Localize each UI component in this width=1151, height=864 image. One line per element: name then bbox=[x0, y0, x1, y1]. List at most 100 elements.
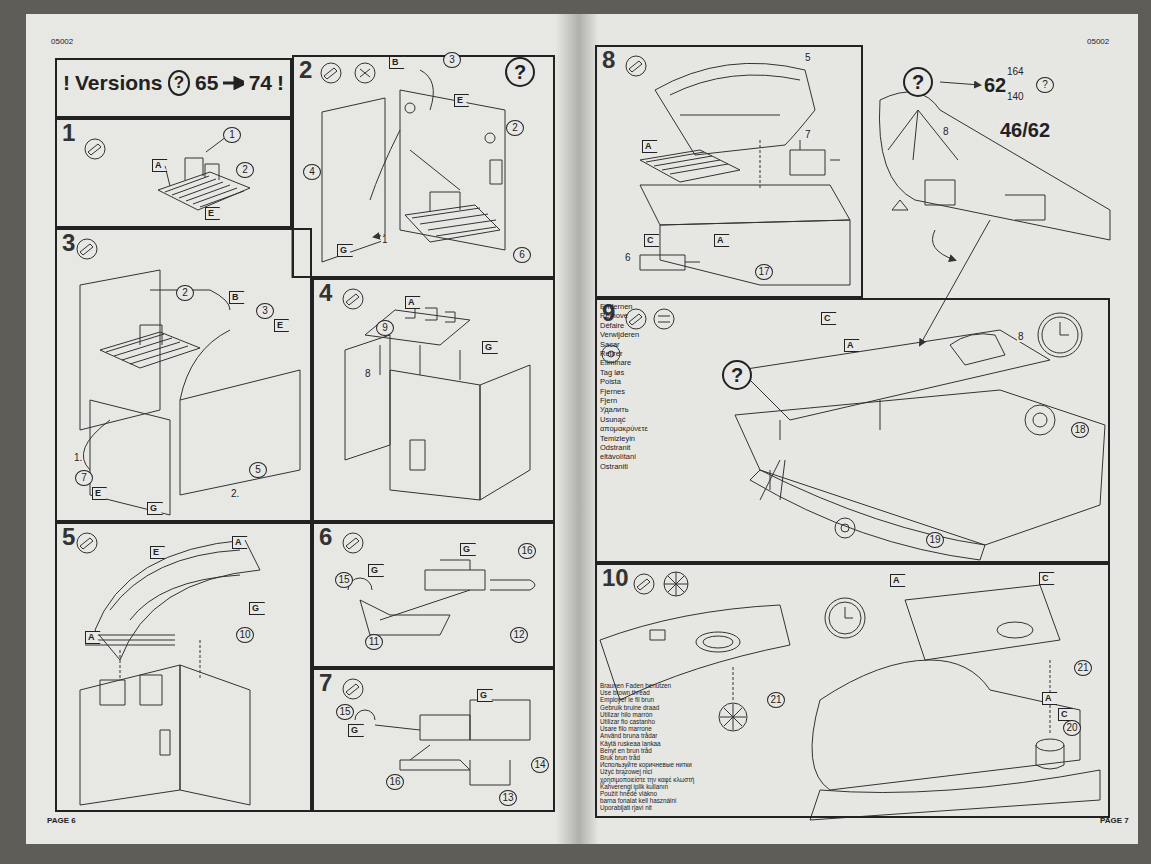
language-note: Use brown thread bbox=[600, 690, 650, 696]
language-note: Tag løs bbox=[600, 369, 624, 377]
step-panel: 6 bbox=[312, 522, 555, 668]
versions-text: ! bbox=[277, 71, 284, 95]
language-note: Uporabljati rjavi nit bbox=[600, 805, 652, 811]
versions-text: 74 bbox=[249, 71, 272, 95]
language-note: Poista bbox=[600, 378, 621, 386]
language-note: Удалить bbox=[600, 406, 629, 414]
callout-number: 11 bbox=[365, 634, 383, 650]
language-note: Remove bbox=[600, 312, 628, 320]
language-note: Используйте коричневые нитки bbox=[600, 762, 692, 768]
language-note: Odstranit bbox=[600, 444, 630, 452]
step-number: 8 bbox=[602, 48, 615, 72]
language-note: eltávolítani bbox=[600, 453, 636, 461]
callout-number: 15 bbox=[335, 572, 353, 588]
language-note: Entfernen bbox=[600, 303, 633, 311]
part-label: 1 bbox=[381, 235, 389, 245]
callout-number: 3 bbox=[443, 52, 461, 68]
versions-text: ? bbox=[168, 70, 191, 96]
callout-number: 10 bbox=[236, 627, 254, 643]
language-note: Gebruik bruine draad bbox=[600, 705, 659, 711]
language-note: Employer le fil brun bbox=[600, 697, 654, 703]
language-note: barna fonalat kell használni bbox=[600, 798, 676, 804]
step-panel: 3 bbox=[55, 228, 312, 522]
version-number: 46/62 bbox=[999, 120, 1051, 140]
language-note: Använd bruna trådar bbox=[600, 733, 657, 739]
callout-number: 16 bbox=[386, 774, 404, 790]
callout-number: 4 bbox=[303, 164, 321, 180]
step-number: 4 bbox=[319, 281, 332, 305]
part-label: 164 bbox=[1006, 67, 1025, 77]
kit-number: 05002 bbox=[1087, 38, 1109, 46]
step-panel: 4 bbox=[312, 278, 555, 522]
callout-number: 1 bbox=[223, 127, 241, 143]
callout-number: ? bbox=[1036, 77, 1054, 93]
language-note: Kahverengi iplik kullanın bbox=[600, 784, 668, 790]
step-number: 1 bbox=[62, 121, 75, 145]
part-label: 5 bbox=[804, 53, 812, 63]
language-note: Fjernes bbox=[600, 388, 625, 396]
part-label: 2. bbox=[230, 489, 240, 499]
language-note: Použít hnědé vlákno bbox=[600, 791, 657, 797]
versions-text: ! bbox=[63, 71, 70, 95]
callout-number: 2 bbox=[176, 285, 194, 301]
page-number: PAGE 7 bbox=[1100, 817, 1129, 825]
step-number: 5 bbox=[62, 525, 75, 549]
question-symbol: ? bbox=[722, 360, 752, 390]
callout-number: 6 bbox=[513, 247, 531, 263]
step-number: 2 bbox=[299, 58, 312, 82]
question-symbol: ? bbox=[903, 67, 933, 97]
kit-number: 05002 bbox=[51, 38, 73, 46]
language-note: Utilizar hilo marrón bbox=[600, 712, 653, 718]
callout-number: 2 bbox=[506, 120, 524, 136]
part-label: 8 bbox=[942, 127, 950, 137]
language-note: Usunąć bbox=[600, 416, 625, 424]
callout-number: 20 bbox=[1063, 720, 1081, 736]
callout-number: 16 bbox=[518, 543, 536, 559]
step-panel: 5 bbox=[55, 522, 312, 812]
language-note: Braunen Faden benutzen bbox=[600, 683, 671, 689]
language-note: Bruk brun tråd bbox=[600, 755, 640, 761]
step-panel: 8 bbox=[595, 45, 863, 298]
language-note: Temizleyin bbox=[600, 435, 635, 443]
language-note: Verwijderen bbox=[600, 331, 639, 339]
versions-panel: !Versions?6574! bbox=[55, 58, 292, 118]
language-note: Fjern bbox=[600, 397, 617, 405]
language-note: Utilizar fio castanho bbox=[600, 719, 655, 725]
callout-number: 17 bbox=[755, 264, 773, 280]
language-note: απομακρύνετε bbox=[600, 425, 648, 433]
versions-text: Versions bbox=[75, 71, 163, 95]
language-note: Usare filo marrone bbox=[600, 726, 652, 732]
language-note: χρησιμοποιείστε την καφέ κλωστή bbox=[600, 777, 694, 783]
step-panel: 1 bbox=[55, 118, 292, 228]
page-number: PAGE 6 bbox=[47, 817, 76, 825]
callout-number: 18 bbox=[1071, 422, 1089, 438]
part-label: 1. bbox=[73, 453, 83, 463]
language-note: Défaire bbox=[600, 322, 624, 330]
versions-text: 65 bbox=[195, 71, 218, 95]
language-note: Sacar bbox=[600, 341, 620, 349]
step-panel: 2 bbox=[292, 55, 555, 278]
part-label: 7 bbox=[804, 130, 812, 140]
callout-number: 7 bbox=[75, 470, 93, 486]
callout-number: 3 bbox=[256, 303, 274, 319]
part-label: 8 bbox=[1017, 332, 1025, 342]
callout-number: 5 bbox=[249, 462, 267, 478]
callout-number: 21 bbox=[767, 692, 785, 708]
step-number: 7 bbox=[319, 671, 332, 695]
version-number: 62 bbox=[983, 75, 1007, 95]
step-panel: 9 bbox=[595, 298, 1110, 563]
callout-number: 13 bbox=[499, 790, 517, 806]
question-symbol: ? bbox=[505, 57, 535, 87]
part-label: 8 bbox=[364, 369, 372, 379]
callout-number: 2 bbox=[236, 162, 254, 178]
language-note: Użyć brązowej nici bbox=[600, 769, 652, 775]
range-arrow bbox=[223, 76, 243, 90]
callout-number: 21 bbox=[1074, 660, 1092, 676]
callout-number: 12 bbox=[510, 627, 528, 643]
callout-number: 14 bbox=[531, 757, 549, 773]
language-note: Ostraniti bbox=[600, 463, 628, 471]
language-note: Käytä ruskeaa lankaa bbox=[600, 741, 661, 747]
language-note: Retirer bbox=[600, 350, 623, 358]
